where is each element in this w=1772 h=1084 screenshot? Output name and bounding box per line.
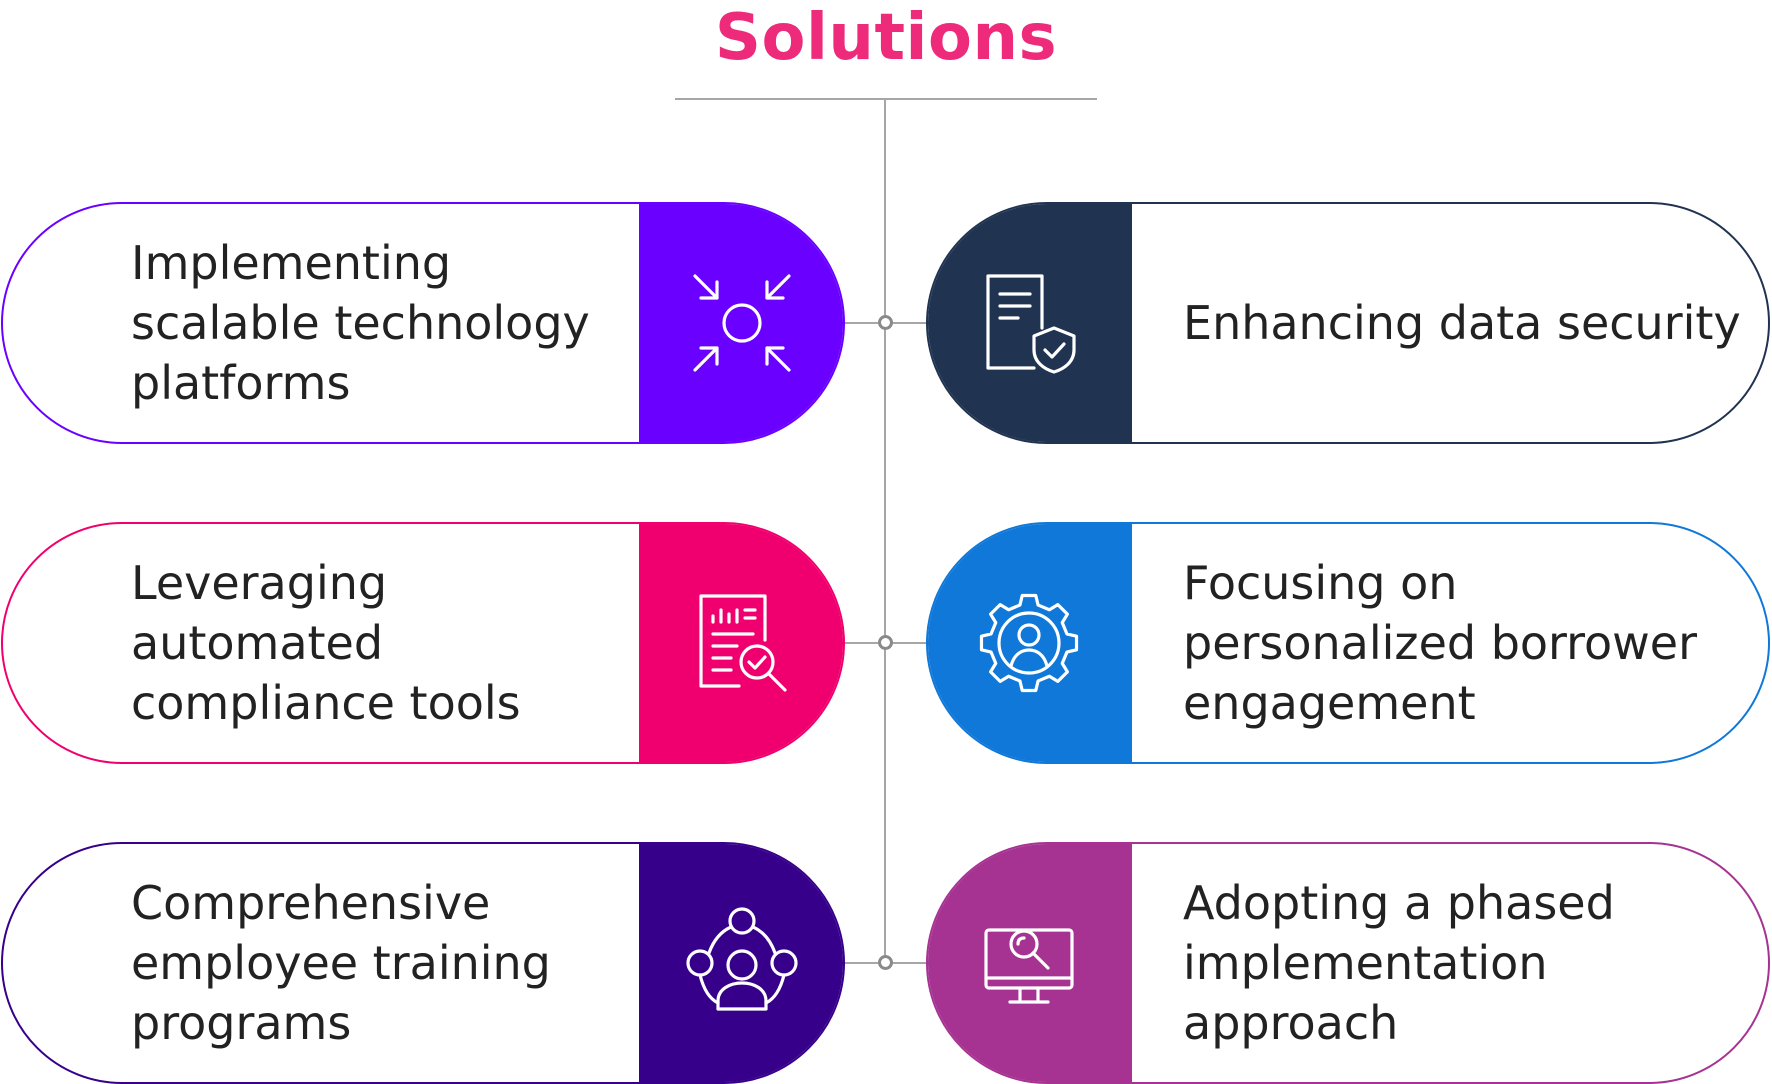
icon-band: [639, 844, 843, 1082]
solution-card-text: Implementing scalable technology platfor…: [131, 204, 631, 442]
solution-card-6: Adopting a phased implementation approac…: [926, 842, 1770, 1084]
solution-card-4: Focusing on personalized borrower engage…: [926, 522, 1770, 764]
solution-card-5: Comprehensive employee training programs: [1, 842, 845, 1084]
solution-card-text: Focusing on personalized borrower engage…: [1183, 524, 1758, 762]
monitor-search-icon: [974, 908, 1084, 1018]
solution-card-1: Implementing scalable technology platfor…: [1, 202, 845, 444]
central-spine: [884, 98, 886, 963]
solution-card-2: Enhancing data security: [926, 202, 1770, 444]
node-dot-row-2: [878, 635, 893, 650]
solution-label: Implementing scalable technology platfor…: [131, 236, 590, 410]
node-dot-row-3: [878, 955, 893, 970]
node-dot-row-1: [878, 315, 893, 330]
solution-card-text: Leveraging automated compliance tools: [131, 524, 631, 762]
solution-card-text: Adopting a phased implementation approac…: [1183, 844, 1758, 1082]
team-network-icon: [684, 905, 800, 1021]
scale-arrows-icon: [687, 268, 797, 378]
solution-label: Enhancing data security: [1183, 296, 1741, 350]
document-shield-icon: [974, 268, 1084, 378]
solution-card-3: Leveraging automated compliance tools: [1, 522, 845, 764]
report-search-icon: [687, 588, 797, 698]
solution-label: Leveraging automated compliance tools: [131, 556, 521, 730]
solution-label: Adopting a phased implementation approac…: [1183, 876, 1615, 1050]
icon-band: [928, 524, 1132, 762]
title-underline: [675, 98, 1097, 100]
solution-label: Focusing on personalized borrower engage…: [1183, 556, 1698, 730]
icon-band: [928, 844, 1132, 1082]
icon-band: [639, 204, 843, 442]
icon-band: [639, 524, 843, 762]
gear-user-icon: [974, 588, 1084, 698]
diagram-title: Solutions: [714, 1, 1058, 75]
solution-card-text: Comprehensive employee training programs: [131, 844, 631, 1082]
icon-band: [928, 204, 1132, 442]
solution-label: Comprehensive employee training programs: [131, 876, 551, 1050]
solution-card-text: Enhancing data security: [1183, 204, 1758, 442]
